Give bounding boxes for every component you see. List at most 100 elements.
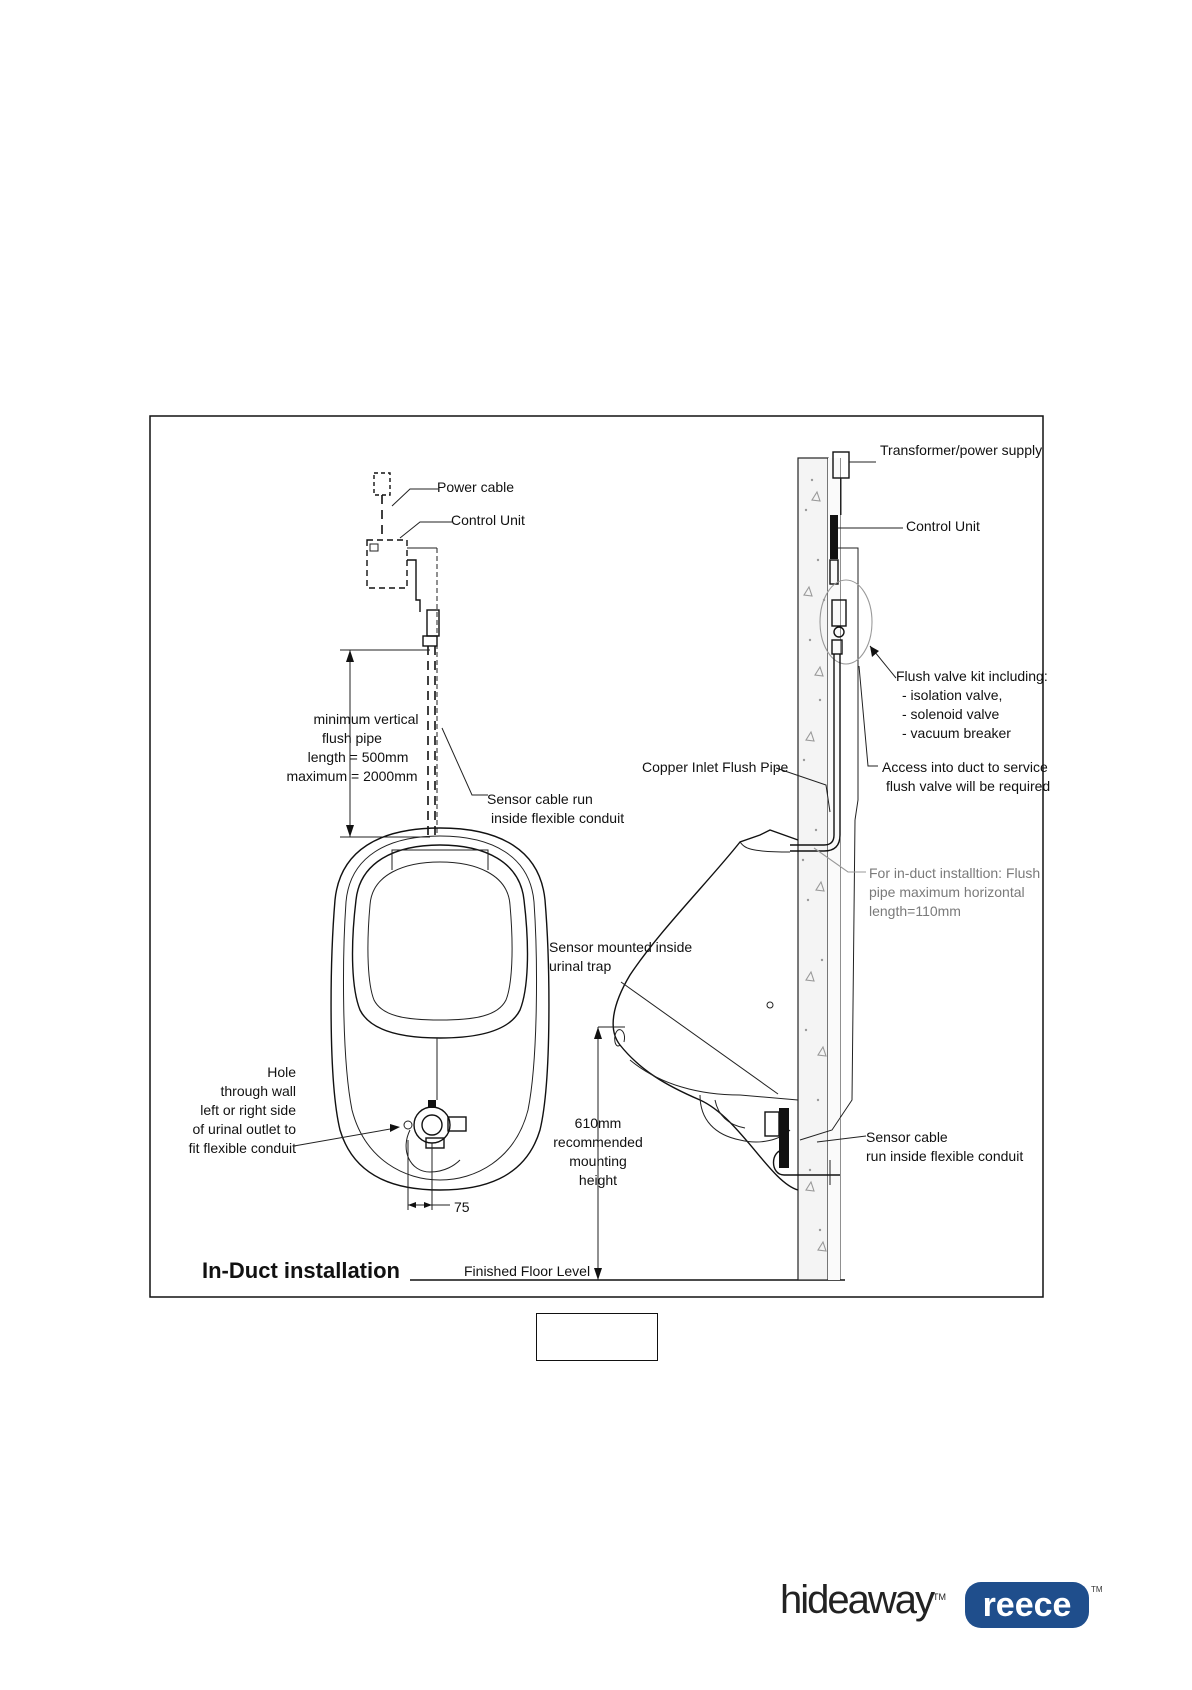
leader-hole bbox=[293, 1127, 397, 1147]
side-outlet bbox=[772, 1149, 840, 1176]
front-valve-body bbox=[422, 635, 438, 647]
front-outlet-inner bbox=[421, 1114, 443, 1136]
label-mounting-3: mounting bbox=[569, 1153, 627, 1169]
front-view bbox=[293, 472, 550, 1210]
front-sensor bbox=[428, 1100, 436, 1108]
side-sensor-cable-upper bbox=[838, 547, 859, 821]
front-dim75-arrow-left bbox=[408, 1202, 416, 1208]
diagram-title: In-Duct installation bbox=[202, 1258, 400, 1283]
side-dim-arrow-down bbox=[594, 1268, 602, 1280]
label-sensor-cable-front-1: Sensor cable run bbox=[487, 791, 593, 807]
label-in-duct-1: For in-duct installtion: Flush bbox=[869, 865, 1040, 881]
side-control-unit bbox=[830, 515, 838, 559]
front-dim75-arrow-right bbox=[424, 1202, 432, 1208]
leader-hole-arrow bbox=[390, 1124, 400, 1132]
label-hole-2: through wall bbox=[221, 1083, 297, 1099]
front-control-unit-led bbox=[369, 543, 379, 552]
label-min-vertical-1: minimum vertical bbox=[313, 711, 418, 727]
label-hole-4: of urinal outlet to bbox=[192, 1121, 296, 1137]
front-dim-arrow-up bbox=[346, 650, 354, 662]
figure-number-box bbox=[536, 1313, 658, 1361]
label-flush-valve-2: - isolation valve, bbox=[902, 687, 1002, 703]
label-min-vertical-4: maximum = 2000mm bbox=[286, 768, 417, 784]
front-urinal-basin-inner bbox=[367, 861, 513, 1021]
label-mounting-1: 610mm bbox=[575, 1115, 622, 1131]
label-sensor-mounted-1: Sensor mounted inside bbox=[549, 939, 692, 955]
hideaway-logo-text: hideaway bbox=[780, 1578, 935, 1622]
side-solenoid-valve bbox=[831, 599, 847, 627]
label-dim-75: 75 bbox=[454, 1199, 470, 1215]
hideaway-logo-tm: TM bbox=[933, 1592, 947, 1602]
front-pipe-connector bbox=[407, 559, 421, 612]
front-urinal-body bbox=[330, 827, 550, 1191]
label-power-cable: Power cable bbox=[437, 479, 514, 495]
side-pipe-bend-l bbox=[790, 834, 835, 846]
side-trap-inner bbox=[714, 1099, 746, 1129]
front-outlet-arm bbox=[447, 1116, 467, 1132]
label-sensor-cable-front-2: inside flexible conduit bbox=[491, 810, 624, 826]
side-sensor-cable-lower bbox=[799, 819, 856, 1141]
diagram-frame bbox=[149, 415, 1044, 1298]
leader-sensor-mounted bbox=[620, 981, 779, 1095]
leader-sensor-cable bbox=[441, 727, 488, 796]
side-dim-arrow-up bbox=[594, 1027, 602, 1039]
side-valve-kit-circle bbox=[819, 579, 873, 665]
label-in-duct-3: length=110mm bbox=[869, 903, 961, 919]
hideaway-logo: hideawayTM bbox=[780, 1578, 946, 1623]
label-access-2: flush valve will be required bbox=[886, 778, 1050, 794]
front-urinal-top-rim bbox=[391, 849, 489, 870]
reece-logo: reece bbox=[965, 1582, 1089, 1628]
side-vacuum-breaker bbox=[833, 626, 845, 638]
leader-power-cable bbox=[391, 488, 438, 507]
label-flush-valve-4: - vacuum breaker bbox=[902, 725, 1011, 741]
side-view bbox=[594, 451, 903, 1281]
side-sensor bbox=[779, 1108, 789, 1168]
side-valve-lower bbox=[831, 639, 843, 655]
side-pipe-bend-r bbox=[790, 834, 841, 852]
label-hole-3: left or right side bbox=[200, 1102, 296, 1118]
label-sensor-mounted-2: urinal trap bbox=[549, 958, 611, 974]
side-urinal-bowl-floor bbox=[629, 1059, 799, 1101]
label-sensor-cable-side-2: run inside flexible conduit bbox=[866, 1148, 1023, 1164]
label-finished-floor: Finished Floor Level bbox=[464, 1263, 590, 1279]
leader-access bbox=[858, 665, 878, 767]
front-conduit-loop bbox=[405, 1129, 461, 1173]
side-trap-outer bbox=[699, 1094, 791, 1143]
label-min-vertical-2: flush pipe bbox=[322, 730, 382, 746]
side-urinal-spreader bbox=[766, 1001, 774, 1009]
label-mounting-4: height bbox=[579, 1172, 617, 1188]
label-flush-valve-3: - solenoid valve bbox=[902, 706, 999, 722]
label-in-duct-2: pipe maximum horizontal bbox=[869, 884, 1025, 900]
label-min-vertical-3: length = 500mm bbox=[308, 749, 409, 765]
leader-flush-valve-arrow bbox=[870, 646, 879, 657]
label-flush-valve-1: Flush valve kit including: bbox=[896, 668, 1048, 684]
leader-control-unit bbox=[399, 521, 452, 539]
label-control-unit-side: Control Unit bbox=[906, 518, 980, 534]
label-mounting-2: recommended bbox=[553, 1134, 643, 1150]
front-dim-arrow-down bbox=[346, 825, 354, 837]
wall-triangles bbox=[803, 490, 827, 1252]
side-wall bbox=[797, 457, 829, 1281]
label-hole-1: Hole bbox=[267, 1064, 296, 1080]
label-access-1: Access into duct to service bbox=[882, 759, 1048, 775]
reece-logo-tm: TM bbox=[1091, 1585, 1103, 1594]
side-urinal-lip bbox=[614, 1029, 625, 1047]
side-urinal-outer bbox=[612, 829, 799, 1191]
front-trap bbox=[425, 1137, 445, 1149]
front-control-unit bbox=[366, 539, 408, 589]
label-copper-pipe: Copper Inlet Flush Pipe bbox=[642, 759, 789, 775]
side-duct-cavity bbox=[828, 458, 840, 1280]
front-wall-hole bbox=[403, 1120, 413, 1130]
front-urinal-basin-outer bbox=[351, 844, 529, 1039]
label-transformer: Transformer/power supply bbox=[880, 442, 1042, 458]
leader-sensor-cable-side bbox=[816, 1135, 867, 1143]
side-urinal-top bbox=[739, 841, 791, 853]
leader-copper-pipe bbox=[775, 767, 831, 813]
label-hole-5: fit flexible conduit bbox=[189, 1140, 297, 1156]
label-control-unit-front: Control Unit bbox=[451, 512, 525, 528]
front-urinal-rim bbox=[343, 835, 537, 1181]
leader-in-duct-note bbox=[813, 847, 866, 873]
label-sensor-cable-side-1: Sensor cable bbox=[866, 1129, 948, 1145]
